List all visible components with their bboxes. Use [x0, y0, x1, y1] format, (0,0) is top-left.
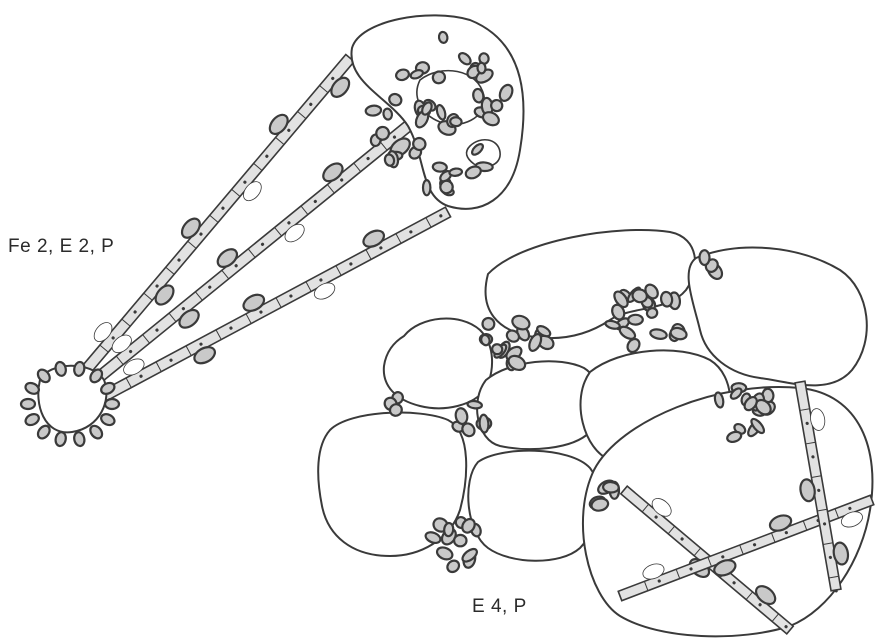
- granule: [432, 162, 447, 172]
- label-left: Fe 2, E 2, P: [8, 236, 114, 258]
- granule: [449, 168, 462, 177]
- granule: [21, 399, 35, 409]
- granule: [628, 315, 643, 325]
- granule: [479, 414, 489, 432]
- granule: [99, 412, 116, 427]
- granule: [699, 250, 709, 265]
- granule: [444, 523, 454, 537]
- granule: [24, 412, 41, 427]
- granule: [383, 108, 393, 120]
- granule: [450, 117, 462, 127]
- granule: [54, 431, 67, 447]
- right-cortex-cells: [318, 230, 872, 636]
- cortex-cell: [468, 451, 598, 561]
- granule: [603, 482, 619, 493]
- granule: [454, 535, 466, 546]
- granule: [105, 399, 119, 409]
- granule: [467, 400, 482, 409]
- granule: [435, 545, 454, 561]
- granule: [73, 431, 86, 447]
- granule: [423, 180, 430, 195]
- granule: [438, 31, 448, 43]
- label-right: E 4, P: [472, 596, 527, 618]
- granule: [365, 105, 381, 116]
- granule: [460, 547, 479, 564]
- granule: [649, 328, 667, 340]
- granule: [445, 558, 461, 574]
- granule: [481, 316, 496, 331]
- granule: [477, 63, 486, 74]
